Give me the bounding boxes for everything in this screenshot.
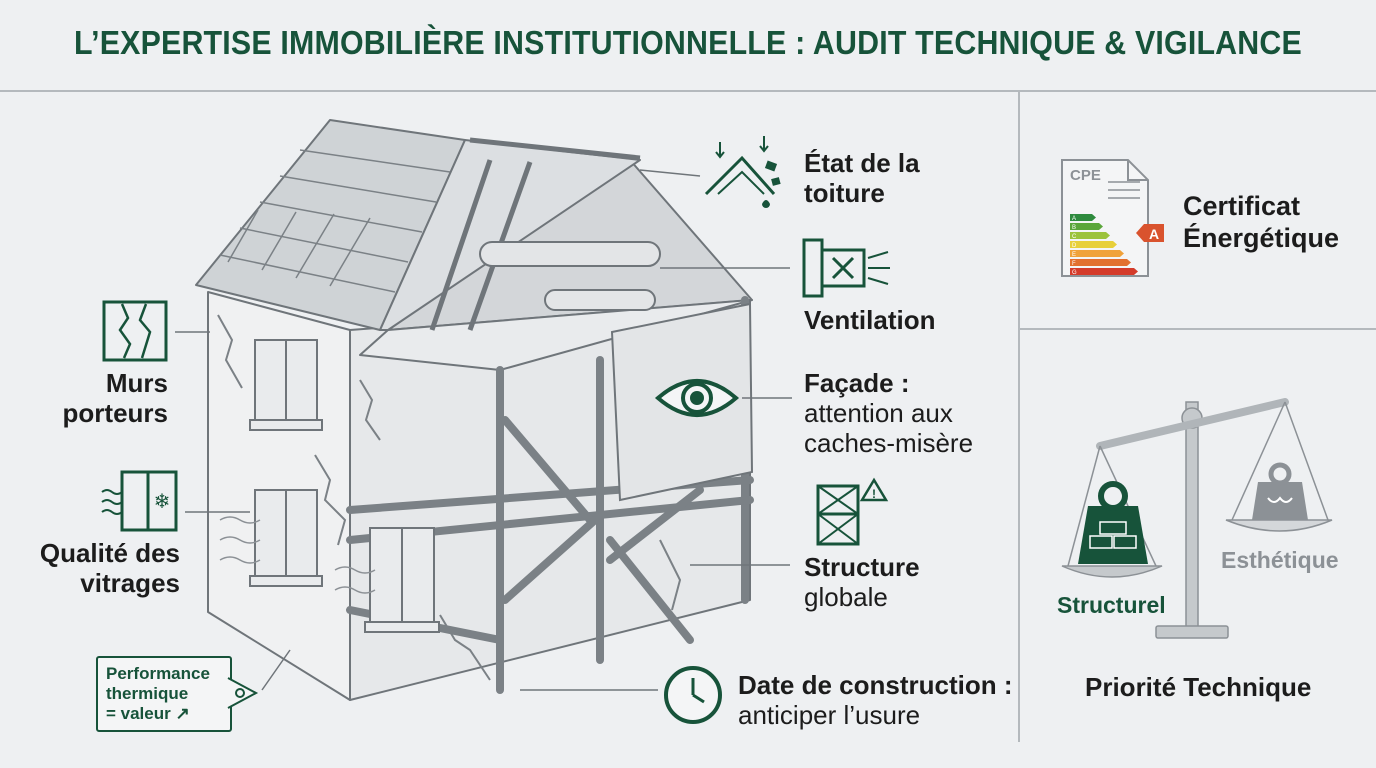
- performance-text: Performance thermique = valeur ↗: [106, 664, 210, 723]
- balance-scale-illustration: [1061, 398, 1333, 639]
- label-certificat-energetique: Certificat Énergétique: [1183, 191, 1340, 253]
- label-etat-toiture: État de la toiture: [804, 148, 920, 208]
- cpe-grade-bar-g: [1070, 268, 1138, 275]
- cpe-grade-bar-f: [1070, 259, 1131, 266]
- cpe-grade-letter: D: [1072, 243, 1077, 249]
- cpe-doc-label: CPE: [1070, 167, 1101, 184]
- cpe-rating: A: [1149, 226, 1159, 242]
- frosted-window-icon: ❄: [101, 470, 178, 532]
- balance-left-label: Structurel: [1057, 592, 1166, 618]
- cpe-grade-letter: B: [1072, 225, 1076, 231]
- clock-icon: [664, 666, 722, 724]
- page-title: L’EXPERTISE IMMOBILIÈRE INSTITUTIONNELLE…: [74, 24, 1302, 61]
- cpe-grade-bar-b: [1070, 223, 1103, 230]
- cpe-grade-bar-a: [1070, 214, 1096, 221]
- aesthetic-weight-icon: [1252, 482, 1308, 520]
- label-ventilation: Ventilation: [804, 305, 936, 335]
- svg-text:❄: ❄: [154, 491, 171, 513]
- label-facade: Façade : attention aux caches-misère: [804, 368, 974, 458]
- balance-caption: Priorité Technique: [1085, 672, 1312, 702]
- cpe-grade-letter: G: [1072, 270, 1077, 276]
- label-qualite-vitrages: Qualité des vitrages: [39, 538, 180, 598]
- cpe-grade-bar-c: [1070, 232, 1110, 239]
- ventilation-icon: [802, 238, 890, 298]
- right-panel-divider: [1020, 328, 1376, 330]
- cracked-wall-icon: [102, 300, 168, 362]
- column-divider: [1018, 92, 1020, 742]
- structural-weight-icon: [1078, 506, 1148, 564]
- cpe-grade-bar-e: [1070, 250, 1124, 257]
- cpe-grade-letter: A: [1072, 216, 1076, 222]
- damaged-roof-icon: [704, 136, 781, 208]
- title-divider: [0, 90, 1376, 92]
- cpe-grade-letter: C: [1072, 234, 1077, 240]
- cpe-grade-letter: F: [1072, 261, 1076, 267]
- scaffold-warning-icon: !: [816, 477, 889, 546]
- label-murs-porteurs: Murs porteurs: [62, 368, 168, 428]
- label-structure-globale: Structure globale: [804, 552, 920, 612]
- label-date-construction: Date de construction : anticiper l’usure: [738, 670, 1013, 730]
- balance-right-label: Esthétique: [1221, 547, 1339, 573]
- eye-icon: [654, 379, 740, 417]
- performance-tag: Performance thermique = valeur ↗: [96, 656, 232, 732]
- cpe-grade-bar-d: [1070, 241, 1117, 248]
- cpe-grade-letter: E: [1072, 252, 1076, 258]
- svg-text:!: !: [872, 487, 876, 501]
- tag-hole-icon: [227, 677, 259, 709]
